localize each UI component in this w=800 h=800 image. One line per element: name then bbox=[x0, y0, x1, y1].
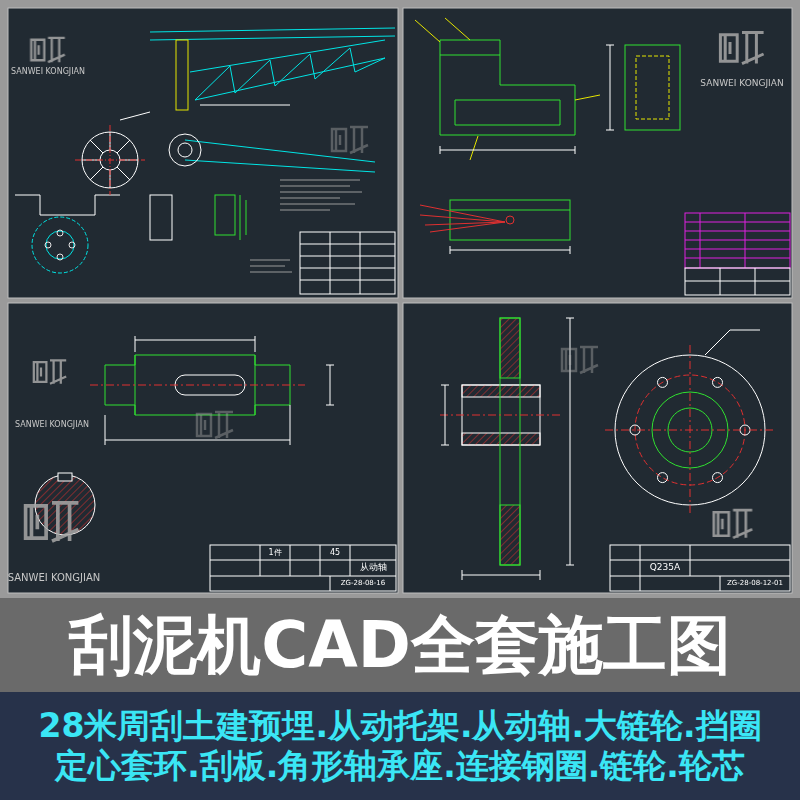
watermark-logo bbox=[26, 32, 764, 541]
cad-panel bbox=[8, 303, 398, 593]
watermark-text: SANWEI KONGJIAN bbox=[700, 79, 783, 89]
bracket-drawing bbox=[415, 18, 790, 295]
table-cell: 45 bbox=[330, 549, 340, 558]
drawing-number: ZG-28-08-16 bbox=[341, 580, 386, 588]
table-cell: 1件 bbox=[268, 549, 281, 558]
drawing-number: ZG-28-08-12-01 bbox=[727, 580, 783, 588]
title-text: 刮泥机CAD全套施工图 bbox=[69, 607, 731, 684]
watermark-text: SANWEI KONGJIAN bbox=[15, 421, 89, 430]
watermark-text: SANWEI KONGJIAN bbox=[8, 572, 101, 583]
cad-panel bbox=[8, 8, 398, 298]
cad-panel bbox=[403, 303, 792, 593]
hub-drawing bbox=[440, 318, 790, 591]
cad-panel bbox=[403, 8, 792, 298]
subtitle-text: 定心套环.刮板.角形轴承座.连接钢圈.链轮.轮芯 bbox=[55, 746, 745, 786]
subtitle-text: 28米周刮土建预埋.从动托架.从动轴.大链轮.挡圈 bbox=[38, 706, 761, 746]
title-band: 刮泥机CAD全套施工图 bbox=[0, 598, 800, 692]
shaft-drawing bbox=[30, 336, 396, 591]
drawing-name: 从动轴 bbox=[360, 563, 387, 573]
subtitle-band: 28米周刮土建预埋.从动托架.从动轴.大链轮.挡圈定心套环.刮板.角形轴承座.连… bbox=[0, 692, 800, 800]
watermark-text: SANWEI KONGJIAN bbox=[11, 68, 85, 77]
material-cell: Q235A bbox=[650, 563, 680, 573]
